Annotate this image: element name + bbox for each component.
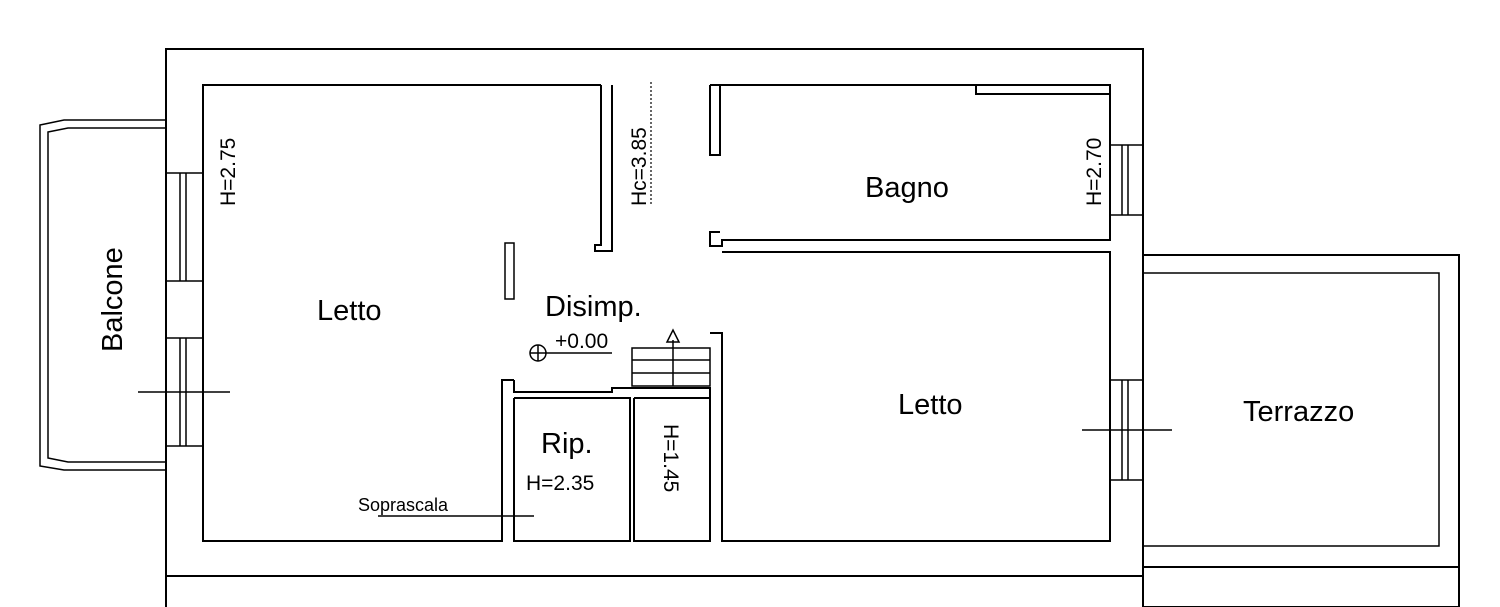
- terrace: [1142, 254, 1460, 607]
- window-right-bedroom: [1082, 379, 1172, 481]
- room-bagno: Bagno: [865, 172, 949, 204]
- height-bath: H=2.70: [1083, 138, 1106, 206]
- room-ripostiglio: Rip.: [541, 428, 593, 460]
- soprascala-leader: Soprascala: [358, 495, 534, 517]
- window-left-upper: [165, 172, 204, 282]
- staircase: [631, 328, 711, 387]
- height-storage: H=2.35: [526, 472, 594, 495]
- height-hall: Hc=3.85: [628, 127, 651, 206]
- room-balcone: Balcone: [97, 247, 129, 352]
- room-letto-right: Letto: [898, 389, 963, 421]
- height-under-stair: H=1.45: [659, 424, 682, 492]
- window-left-lower: [138, 337, 230, 447]
- height-left-room: H=2.75: [217, 138, 240, 206]
- room-letto-left-walls: [202, 84, 613, 542]
- level-marker: +0.00: [529, 330, 612, 362]
- room-disimpegno: Disimp.: [545, 291, 642, 323]
- level-marker-label: +0.00: [555, 330, 608, 353]
- window-right-bath: [1109, 144, 1144, 216]
- room-terrazzo: Terrazzo: [1243, 396, 1354, 428]
- soprascala-label: Soprascala: [358, 495, 449, 515]
- room-letto-left: Letto: [317, 295, 382, 327]
- balcony: [39, 119, 166, 471]
- hall-partitions: [504, 84, 1111, 542]
- storage-walls: [513, 380, 711, 542]
- outer-walls: [165, 48, 1144, 607]
